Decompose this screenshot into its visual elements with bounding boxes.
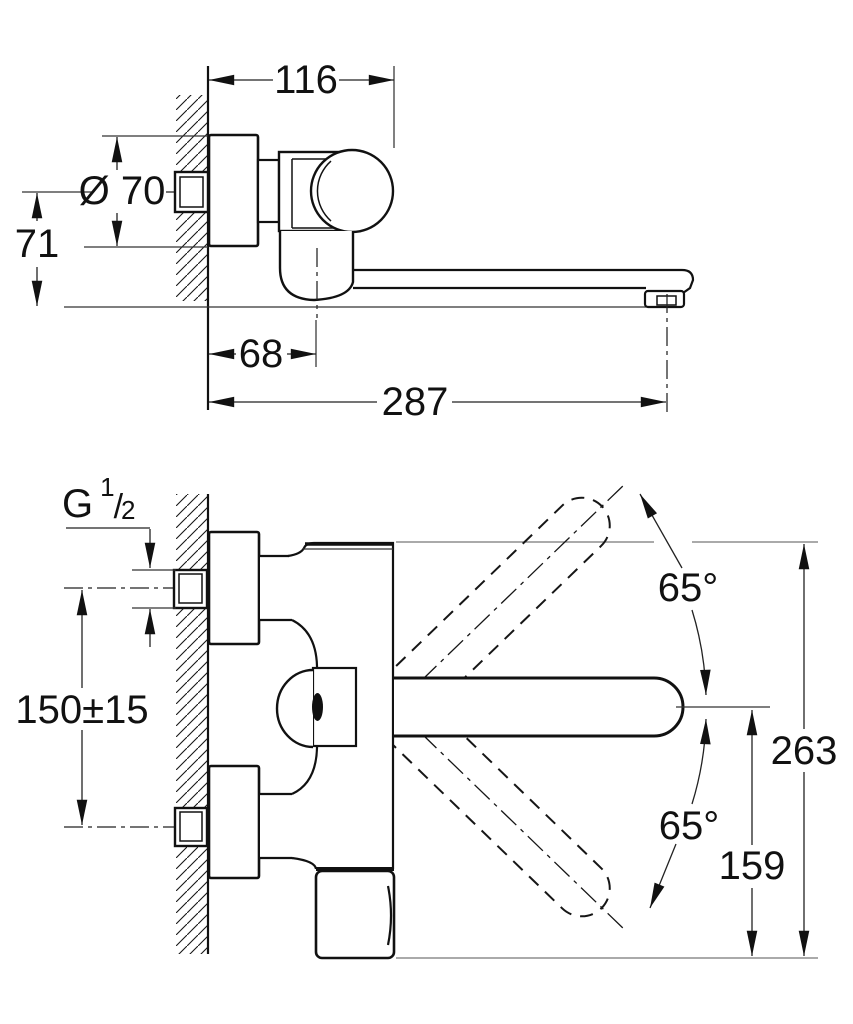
- escutcheon-bottom: [207, 764, 261, 880]
- handle-knob: [309, 148, 395, 234]
- swivel-arc-down: [691, 718, 711, 805]
- thread-prefix: G: [62, 482, 93, 526]
- battery-housing: [314, 869, 396, 960]
- dim-label-150: 150±15: [15, 688, 148, 732]
- dim-label-263: 263: [771, 729, 838, 773]
- thread-denominator: 2: [121, 495, 135, 525]
- dim-label-65-up: 65°: [658, 566, 719, 610]
- spout-front: [394, 676, 685, 738]
- inlet-fitting-top-nut: [178, 573, 203, 604]
- thread-numerator: 1: [100, 472, 114, 502]
- spout-swivel-up-dashed: [379, 484, 625, 723]
- battery-housing-inner-curve: [386, 885, 393, 946]
- inlet-fitting-bottom-nut: [179, 811, 203, 842]
- aerator-housing: [643, 289, 686, 309]
- dim-label-68: 68: [239, 332, 284, 376]
- sensor-window: [312, 693, 323, 721]
- inlet-fitting-side-nut: [179, 176, 204, 208]
- dim-label-dia70: Ø 70: [79, 169, 166, 213]
- leader-swivel-up: [639, 493, 683, 569]
- dim-label-159: 159: [719, 844, 786, 888]
- dim-label-116: 116: [274, 58, 338, 102]
- body-neck-top-fill: [260, 557, 292, 619]
- wall-hatch-front: [176, 494, 209, 954]
- body-neck-side: [256, 158, 281, 224]
- body-neck-top: [259, 554, 293, 622]
- dim-label-287: 287: [382, 380, 449, 424]
- dim-label-71: 71: [15, 222, 60, 266]
- escutcheon-side: [207, 133, 260, 248]
- swivel-arc-up: [691, 609, 711, 696]
- spout-swivel-down-centerline: [420, 732, 625, 930]
- ext-lines-thread: [132, 569, 176, 609]
- handle-knob-chamfer: [316, 160, 332, 222]
- leader-swivel-down: [649, 843, 677, 909]
- side-view: 116 Ø 70 71 68 287: [15, 58, 695, 424]
- thread-slash: /: [114, 488, 124, 526]
- body-neck-bottom-fill: [260, 795, 292, 857]
- body-neck-bottom: [259, 792, 293, 860]
- spout-side-top: [353, 268, 695, 294]
- spout-swivel-up-centerline: [420, 484, 625, 682]
- sensor-dome: [275, 668, 314, 749]
- dim-label-65-down: 65°: [659, 804, 720, 848]
- escutcheon-top: [207, 530, 261, 646]
- spout-swivel-down-dashed: [379, 691, 625, 930]
